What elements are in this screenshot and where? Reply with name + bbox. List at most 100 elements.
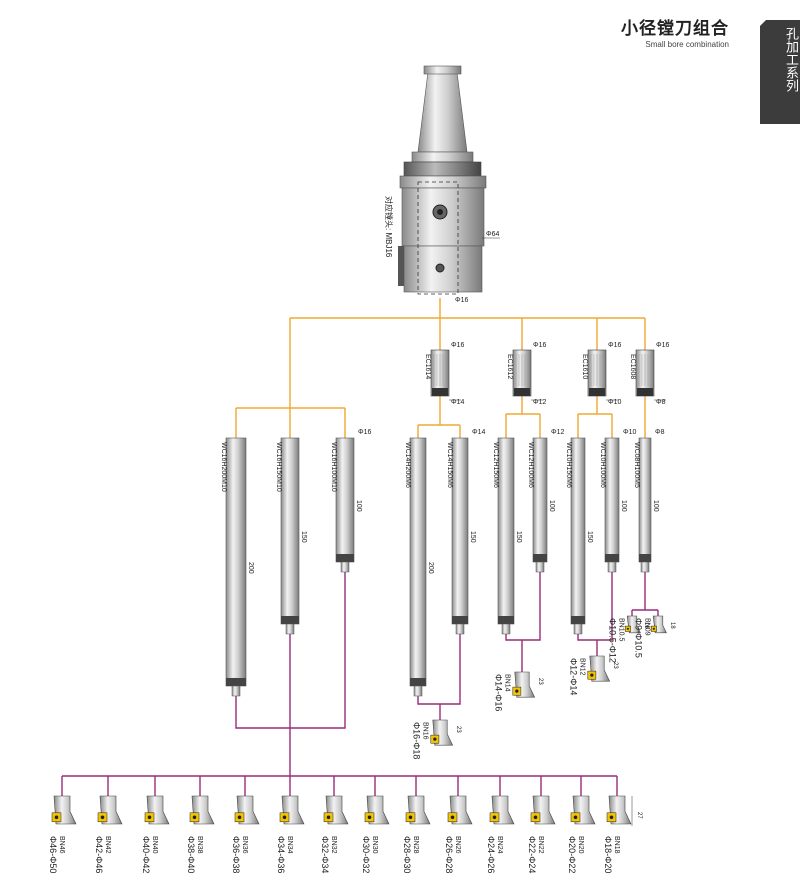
- bottom-head-bn20: [570, 795, 596, 825]
- wc-bar-collar: [571, 616, 585, 624]
- mid-head-name: BN09: [644, 618, 651, 636]
- mid-head-range: Φ14-Φ16: [493, 674, 503, 711]
- ec-name-label: EC1608: [629, 354, 636, 379]
- wc-bar-name: WC10H100M6: [599, 442, 606, 488]
- bottom-head-range: Φ18-Φ20: [603, 836, 613, 873]
- bottom-head-bn40: [144, 795, 170, 825]
- wc-bar-dia: Φ14: [472, 429, 485, 436]
- wc-bar-tip: [285, 623, 295, 635]
- mid-head-name: BN12: [578, 658, 585, 676]
- insert-screw: [147, 815, 152, 820]
- ec-dia-top: Φ16: [608, 342, 621, 349]
- mid-head-dim: 18: [669, 622, 675, 629]
- insert-screw: [326, 815, 331, 820]
- wc-bar-length: 150: [300, 531, 307, 543]
- insert-screw: [609, 815, 614, 820]
- connection-lines: [61, 298, 659, 796]
- insert-screw: [282, 815, 287, 820]
- insert-screw: [100, 815, 105, 820]
- wc-bar-name: WC14H150M6: [446, 442, 453, 488]
- bottom-head-range: Φ42-Φ46: [94, 836, 104, 873]
- bottom-head-range: Φ38-Φ40: [186, 836, 196, 873]
- ec-name-label: EC1614: [424, 354, 431, 379]
- ec-ring: [514, 388, 530, 396]
- wc-bar-tip: [501, 623, 511, 635]
- wc-bar-collar: [533, 554, 547, 562]
- insert-screw: [492, 815, 497, 820]
- wc-bar-tip: [607, 561, 617, 573]
- insert-screw: [515, 689, 519, 693]
- wc-bar-collar: [336, 554, 354, 562]
- wc-bar-name: WC08H100M5: [633, 442, 640, 488]
- wc-bar-collar: [410, 678, 426, 686]
- bottom-head-dim: 27: [636, 812, 642, 819]
- wc-bar-body: [451, 437, 469, 625]
- wc-bar-tip: [455, 623, 465, 635]
- ec-dia-bottom: Φ12: [533, 399, 546, 406]
- page-title: 小径镗刀组合: [621, 19, 729, 38]
- wc-bar-length: 150: [586, 531, 593, 543]
- insert-screw: [367, 815, 372, 820]
- wc-bar-collar: [281, 616, 299, 624]
- bottom-head-name: BN20: [577, 836, 584, 854]
- wc-bar-name: WC16H200M10: [220, 442, 227, 492]
- bottom-head-bn18: [606, 795, 632, 825]
- wc-bar-body: [497, 437, 515, 625]
- ec-name-label: EC1612: [506, 354, 513, 379]
- wc-bar-collar: [498, 616, 514, 624]
- bottom-head-bn24: [489, 795, 515, 825]
- wc-bar-name: WC10H150M6: [565, 442, 572, 488]
- insert-screw: [433, 737, 437, 741]
- bottom-head-name: BN22: [537, 836, 544, 854]
- bottom-head-name: BN26: [454, 836, 461, 854]
- wc-bar-collar: [639, 554, 651, 562]
- bottom-head-bn42: [97, 795, 123, 825]
- wc-bar-length: 150: [515, 531, 522, 543]
- ec-dia-top: Φ16: [656, 342, 669, 349]
- wc-bar-tip: [640, 561, 650, 573]
- tool-parts: EC1614Φ16Φ14EC1612Φ16Φ12EC1610Φ16Φ10EC16…: [48, 342, 675, 873]
- ec-ring: [637, 388, 653, 396]
- wc-bar-name: WC16H100M10: [330, 442, 337, 492]
- wc-bar-body: [604, 437, 620, 563]
- wc-bar-dia: Φ12: [551, 429, 564, 436]
- wc-bar-body: [225, 437, 247, 687]
- wc-bar-wc12h150m6: [497, 437, 515, 635]
- wc-bar-tip: [231, 685, 241, 697]
- bottom-head-range: Φ28-Φ30: [402, 836, 412, 873]
- wire-wc10-collect: [577, 572, 613, 641]
- wc-bar-wc12h100m6: [532, 437, 548, 573]
- bottom-head-name: BN36: [241, 836, 248, 854]
- bottom-head-range: Φ36-Φ38: [231, 836, 241, 873]
- ec-dia-bottom: Φ8: [656, 399, 666, 406]
- mid-head-range: Φ10.5-Φ12: [608, 618, 618, 663]
- wc-bar-wc16h100m10: [335, 437, 355, 573]
- bottom-head-name: BN24: [496, 836, 503, 854]
- wc-bar-length: 100: [620, 500, 627, 512]
- wc-bar-wc08h100m5: [638, 437, 652, 573]
- ec-dia-top: Φ16: [533, 342, 546, 349]
- wc-bar-dia: Φ8: [655, 429, 665, 436]
- bottom-head-name: BN30: [371, 836, 378, 854]
- ec-name-label: EC1610: [581, 354, 588, 379]
- shank-label: 对应镗头: MBJ16: [384, 196, 394, 258]
- wc-bar-collar: [605, 554, 619, 562]
- insert-screw: [408, 815, 413, 820]
- ec-ring: [432, 388, 448, 396]
- wc-bar-tip: [573, 623, 583, 635]
- bottom-head-bn38: [189, 795, 215, 825]
- bottom-head-range: Φ30-Φ32: [361, 836, 371, 873]
- wc-bar-length: 200: [427, 562, 434, 574]
- side-tab: 孔加工系列: [760, 20, 800, 124]
- bottom-head-name: BN32: [330, 836, 337, 854]
- wc-bar-collar: [452, 616, 468, 624]
- wc-bar-body: [532, 437, 548, 563]
- wc-bar-name: WC14H200M6: [404, 442, 411, 488]
- wc-bar-tip: [340, 561, 350, 573]
- mid-head-bn16: [430, 719, 454, 746]
- bottom-head-range: Φ22-Φ24: [527, 836, 537, 873]
- bottom-head-name: BN38: [196, 836, 203, 854]
- insert-screw: [192, 815, 197, 820]
- shank-dia-top: Φ64: [486, 231, 499, 238]
